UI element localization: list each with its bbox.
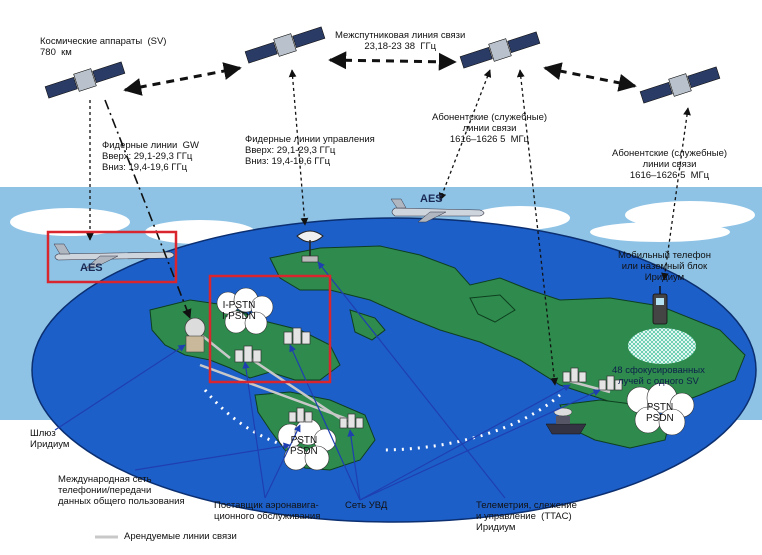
- beam-coverage: [628, 328, 696, 364]
- label-aviation-provider: Поставщик аэронавига- ционного обслужива…: [214, 500, 320, 522]
- label-intersatellite: Межспутниковая линия связи 23,18-23 38 Г…: [335, 30, 465, 52]
- label-feeder-gw: Фидерные линии GW Вверх: 29,1-29,3 ГГц В…: [102, 140, 199, 173]
- aes-label-right: AES: [420, 193, 443, 205]
- label-feeder-control: Фидерные линии управления Вверх: 29,1-29…: [245, 134, 375, 167]
- label-subscriber-2: Абонентские (служебные) линии связи 1616…: [612, 148, 727, 181]
- label-ttac: Телеметрия, слежение и управление (TTAC)…: [476, 500, 577, 533]
- satellite-2-icon: [244, 24, 326, 66]
- ipstn-label: I-PSTN I-PSDN: [222, 300, 256, 322]
- satellite-4-icon: [639, 64, 721, 106]
- aes-label-left: AES: [80, 262, 103, 274]
- label-spacecraft: Космические аппараты (SV) 780 км: [40, 36, 166, 58]
- label-mobile-phone: Мобильный телефон или наземный блок Ирид…: [618, 250, 711, 283]
- gateway-station: [185, 318, 205, 352]
- intersatellite-links: [125, 60, 635, 90]
- pstn-right-label: PSTN PSDN: [646, 402, 674, 424]
- legend-leased-label: Арендуемые линии связи: [124, 531, 237, 542]
- satellite-3-icon: [459, 29, 541, 71]
- label-gateway: Шлюз Иридиум: [30, 428, 69, 450]
- satellite-1-icon: [44, 59, 126, 101]
- pstn-left-label: PSTN PSDN: [290, 435, 318, 457]
- label-beams: 48 сфокусированных лучей с одного SV: [612, 365, 705, 387]
- label-public-network: Международная сеть телефонии/передачи да…: [58, 474, 185, 507]
- label-subscriber-1: Абонентские (служебные) линии связи 1616…: [432, 112, 547, 145]
- label-uvd-network: Сеть УВД: [345, 500, 387, 511]
